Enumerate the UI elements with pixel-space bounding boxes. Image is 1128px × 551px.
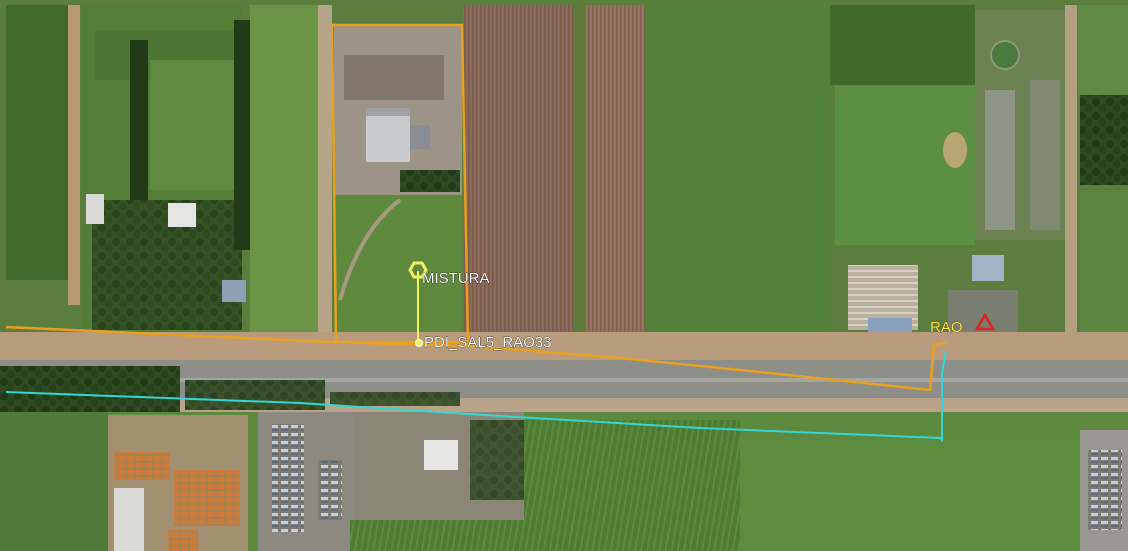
placemark-pdi[interactable]: PDI_SAL5_RAO33: [415, 334, 552, 351]
placemark-mistura[interactable]: MISTURA: [408, 261, 490, 287]
placemark-label-pdi: PDI_SAL5_RAO33: [424, 334, 552, 351]
cyan-route-line[interactable]: [5, 351, 947, 443]
placemark-label-rao: RAO: [930, 319, 963, 336]
route-lines: [5, 23, 947, 443]
placemark-label-mistura: MISTURA: [422, 270, 490, 287]
orange-property-boundary[interactable]: [330, 23, 470, 344]
red-triangle-icon[interactable]: [974, 312, 996, 331]
placemark-rao[interactable]: RAO: [930, 312, 996, 336]
hexagon-placemark-icon[interactable]: [408, 261, 428, 279]
circle-node-icon[interactable]: [415, 339, 423, 347]
orange-route-line[interactable]: [5, 325, 947, 392]
